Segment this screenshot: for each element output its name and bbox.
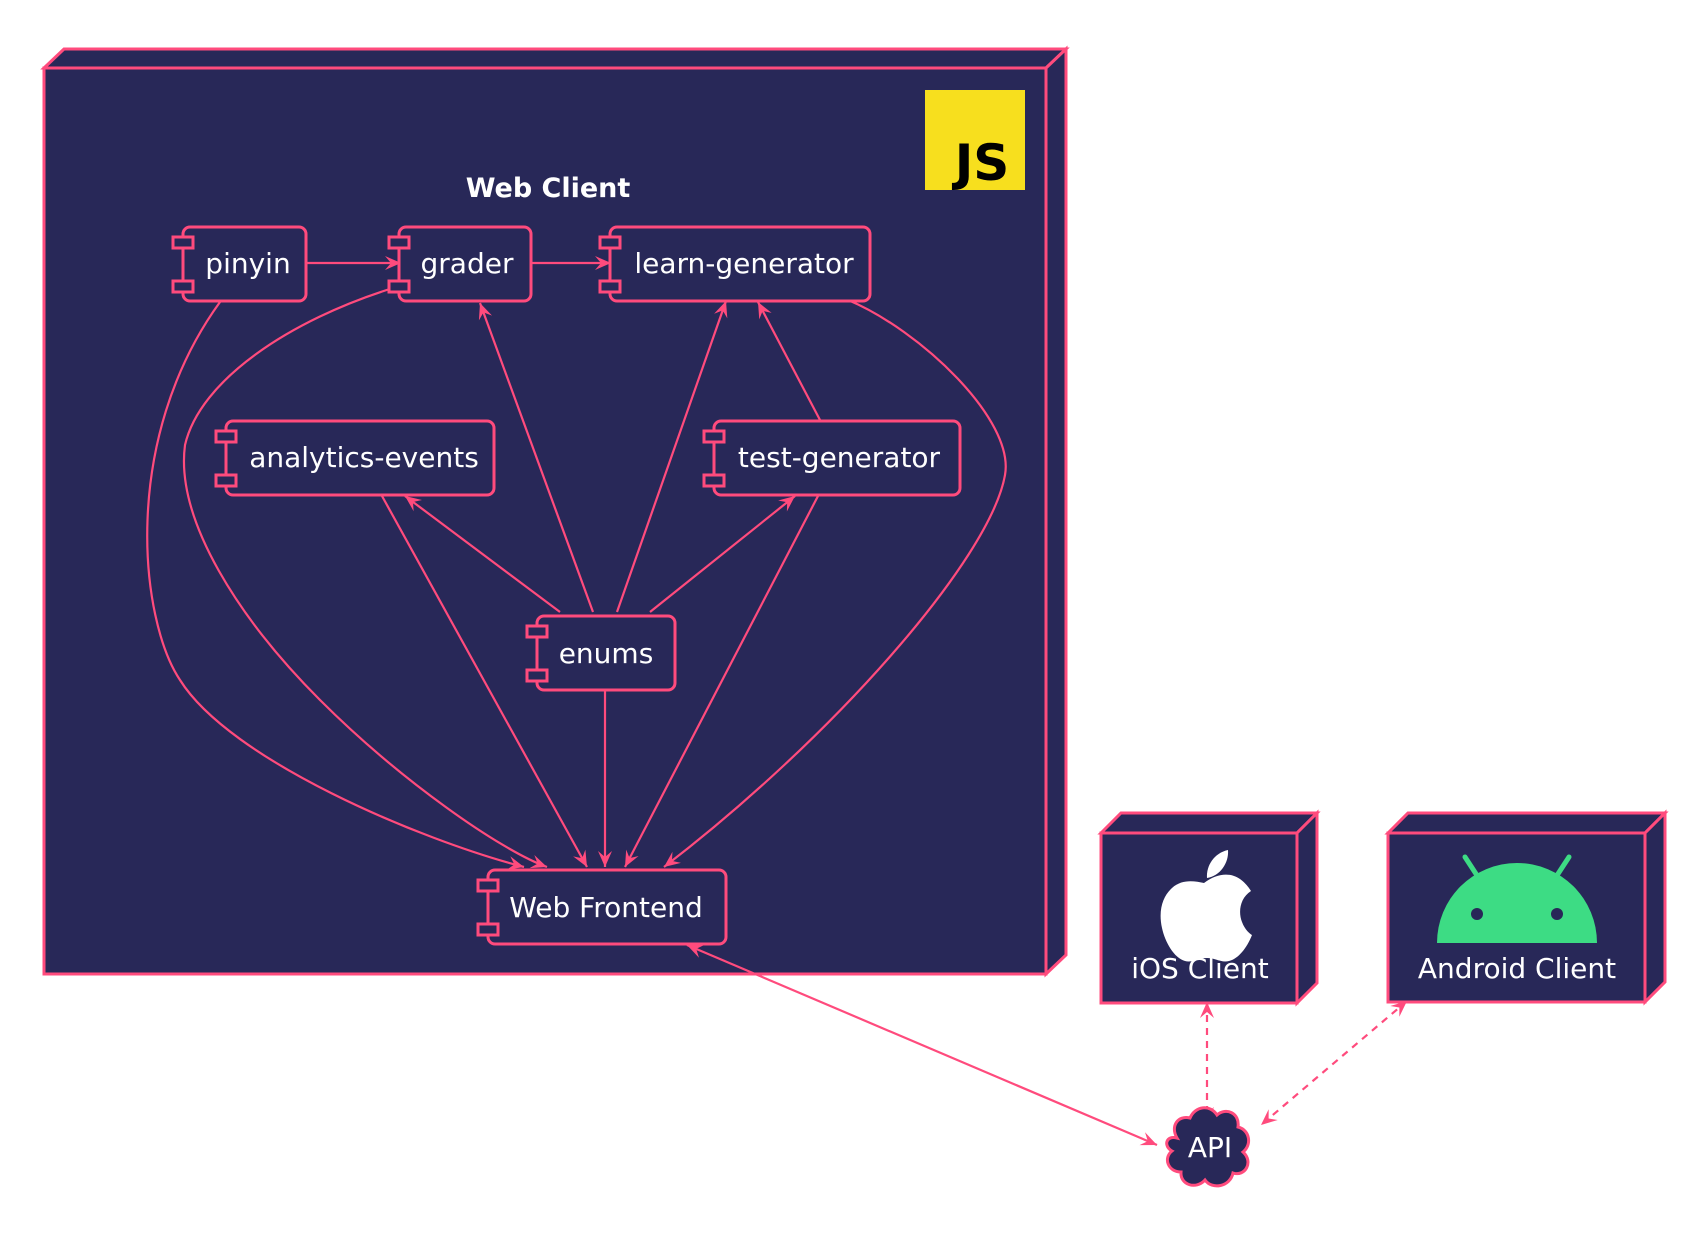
apple-logo-icon: [1160, 850, 1252, 962]
android-client-node[interactable]: Android Client: [1384, 809, 1669, 1006]
component-test-generator[interactable]: test-generator: [702, 419, 962, 497]
edge-learn-generator-web-frontend: [663, 298, 1007, 868]
api-cloud[interactable]: API: [1165, 1106, 1251, 1188]
edge-test-generator-web-frontend: [624, 495, 819, 868]
component-web-frontend[interactable]: Web Frontend: [476, 868, 728, 946]
edge-test-generator-learn-generator: [757, 301, 821, 421]
android-logo-icon: [1437, 854, 1597, 943]
edge-web-frontend-api: [686, 943, 1158, 1147]
component-label: grader: [421, 247, 514, 280]
android-client-label: Android Client: [1418, 952, 1616, 985]
edge-grader-web-frontend: [182, 286, 548, 869]
component-pinyin[interactable]: pinyin: [171, 225, 308, 303]
js-badge-text: JS: [952, 134, 1010, 192]
edge-enums-analytics: [404, 495, 561, 613]
edge-enums-test-generator: [649, 495, 796, 613]
edge-enums-learn-generator: [615, 300, 728, 613]
component-grader[interactable]: grader: [387, 225, 533, 303]
component-label: test-generator: [738, 441, 941, 474]
component-label: enums: [559, 637, 654, 670]
dependency-edges: [146, 256, 1007, 870]
component-label: Web Frontend: [509, 891, 703, 924]
edge-enums-grader: [478, 302, 595, 613]
component-enums[interactable]: enums: [525, 614, 677, 692]
web-client-title: Web Client: [466, 173, 631, 204]
web-client-node: [40, 45, 1070, 978]
ios-client-node[interactable]: iOS Client: [1097, 809, 1321, 1007]
component-label: learn-generator: [634, 247, 854, 280]
component-label: pinyin: [205, 247, 290, 280]
edge-pinyin-web-frontend: [146, 301, 525, 870]
component-label: analytics-events: [249, 441, 479, 474]
api-label: API: [1188, 1131, 1232, 1164]
external-edges: [686, 943, 1408, 1147]
component-analytics-events[interactable]: analytics-events: [214, 419, 496, 497]
javascript-logo-icon: JS: [925, 90, 1025, 192]
component-learn-generator[interactable]: learn-generator: [598, 225, 872, 303]
edge-android-api: [1260, 1000, 1408, 1126]
ios-client-label: iOS Client: [1131, 952, 1269, 985]
edge-analytics-web-frontend: [381, 495, 588, 868]
